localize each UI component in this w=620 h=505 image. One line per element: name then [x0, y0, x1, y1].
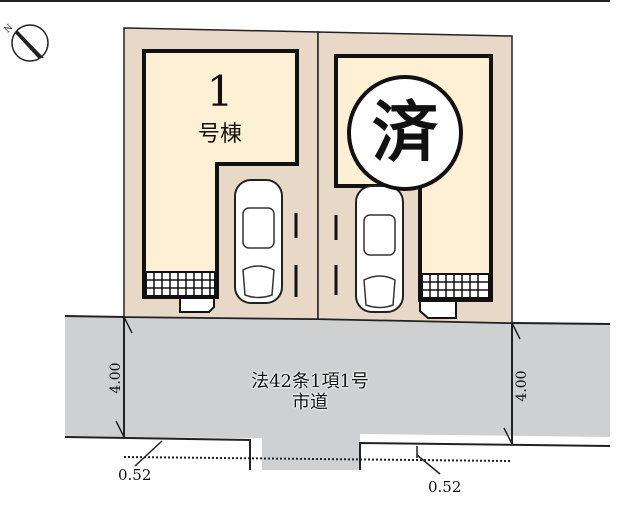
- road-label-type: 法42条1項1号: [251, 371, 369, 392]
- road-edge-bottom-right: [359, 441, 611, 470]
- road-width-right: 4.00: [514, 370, 530, 402]
- deck-grid-2: [421, 273, 490, 299]
- setback-right: 0.52: [428, 478, 462, 496]
- road-edge-bottom-left: [64, 436, 251, 470]
- road-area: [65, 316, 610, 470]
- setback-line: [123, 456, 511, 462]
- sold-badge-circle: [347, 75, 463, 191]
- car-icon: [234, 179, 283, 304]
- lot-1-number: 1: [206, 67, 234, 116]
- building-1: [142, 49, 299, 299]
- step-1: [179, 297, 215, 313]
- lot-1-label: 号棟: [197, 122, 242, 147]
- setback-left: 0.52: [118, 466, 152, 484]
- road-width-left: 4.00: [108, 362, 124, 394]
- deck-grid-1: [145, 271, 216, 297]
- car-icon: [355, 185, 404, 313]
- road-label-name: 市道: [292, 392, 328, 413]
- compass-north-icon: [11, 24, 49, 62]
- step-2: [419, 300, 457, 319]
- sold-badge: 済: [372, 94, 438, 171]
